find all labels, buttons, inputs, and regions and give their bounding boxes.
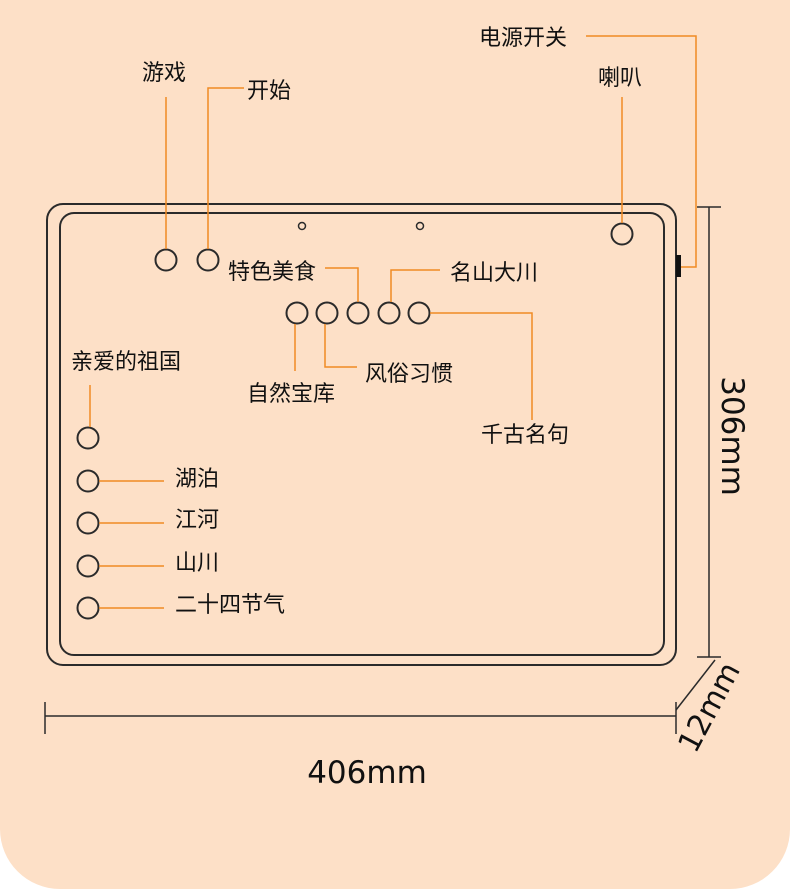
solar-terms-label: 二十四节气 <box>175 593 285 618</box>
start-label: 开始 <box>247 79 291 104</box>
customs-label: 风俗习惯 <box>365 362 453 387</box>
power-leader <box>586 35 697 268</box>
speaker-circle <box>610 222 634 246</box>
camera-dot-left <box>297 221 307 231</box>
game-label: 游戏 <box>142 61 186 86</box>
quotes-button <box>407 301 431 325</box>
depth-dimension-line <box>675 659 716 711</box>
motherland-label: 亲爱的祖国 <box>71 350 181 375</box>
game-button <box>154 248 178 272</box>
start-button <box>196 248 220 272</box>
width-dimension-label: 406mm <box>307 755 427 791</box>
device-outer-frame <box>46 203 677 666</box>
mountains-rivers-button <box>377 301 401 325</box>
food-leader <box>325 267 359 302</box>
camera-dot-right <box>415 221 425 231</box>
mountains-rivers-label: 名山大川 <box>450 261 538 286</box>
height-dimension-label: 306mm <box>714 376 750 496</box>
quotes-label: 千古名句 <box>481 423 569 448</box>
device-screen <box>59 212 665 656</box>
rivers-label: 江河 <box>175 508 219 533</box>
rivers-button <box>76 511 100 535</box>
customs-button <box>315 301 339 325</box>
lakes-label: 湖泊 <box>175 467 219 492</box>
mountains-rivers-leader <box>390 269 440 302</box>
mountains-label: 山川 <box>175 551 219 576</box>
mountains-button <box>76 554 100 578</box>
power-switch <box>676 255 681 277</box>
food-button <box>346 301 370 325</box>
nature-label: 自然宝库 <box>247 382 335 407</box>
power-label: 电源开关 <box>479 26 567 51</box>
start-leader <box>207 87 244 249</box>
food-label: 特色美食 <box>228 260 316 285</box>
solar-terms-button <box>76 596 100 620</box>
motherland-button <box>76 426 100 450</box>
nature-button <box>285 301 309 325</box>
depth-dimension-label: 12mm <box>671 657 747 759</box>
lakes-button <box>76 469 100 493</box>
customs-leader <box>324 324 357 368</box>
speaker-label: 喇叭 <box>598 66 642 91</box>
quotes-leader <box>430 312 533 420</box>
